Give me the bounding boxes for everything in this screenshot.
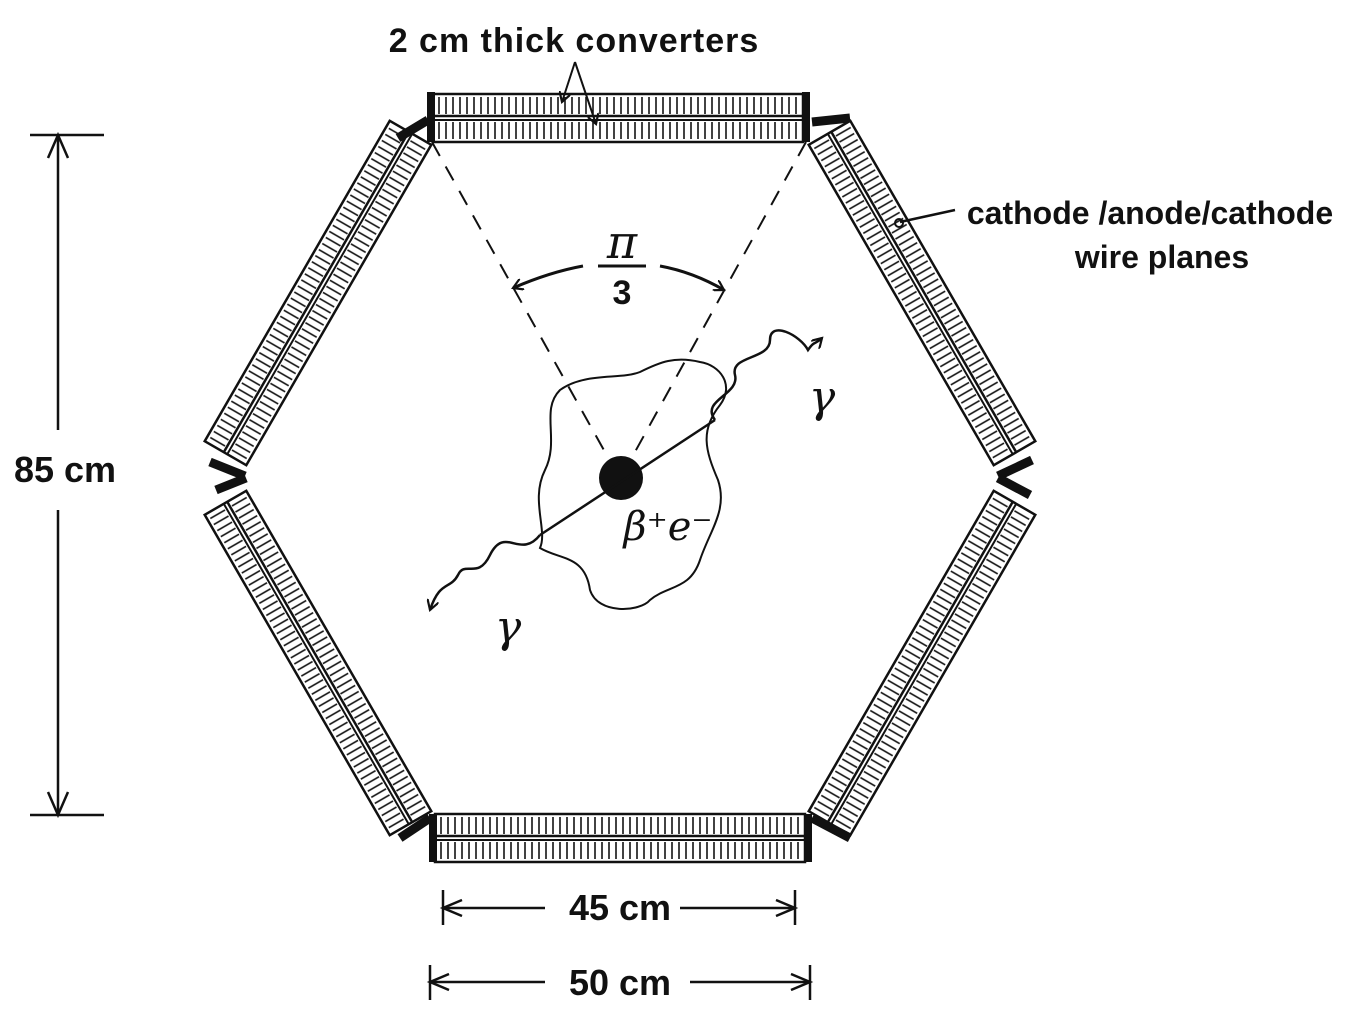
converters-label: 2 cm thick converters (389, 22, 760, 60)
gamma-ray-lower (430, 534, 541, 610)
inner-width-dimension (439, 890, 799, 925)
converter-module-lower-right (807, 489, 1037, 837)
angle-denominator: 3 (613, 274, 632, 312)
wire-planes-pointer (899, 208, 956, 224)
converter-module-top (427, 92, 810, 144)
angle-numerator: π (606, 215, 638, 269)
wire-planes-label-line2: wire planes (1074, 239, 1249, 275)
gamma-label-upper: γ (809, 372, 836, 423)
converter-module-lower-left (203, 489, 433, 837)
pi-over-3-sector (431, 141, 807, 471)
outer-width-label: 50 cm (569, 962, 671, 1003)
converters-pointer-left (562, 61, 576, 102)
converter-module-bottom (429, 812, 812, 864)
height-dimension (30, 131, 104, 819)
gamma-axis (539, 418, 716, 537)
gamma-ray-upper (710, 329, 822, 421)
angle-arc-right (659, 264, 724, 292)
inner-width-label: 45 cm (569, 887, 671, 928)
positron-range-blob (537, 358, 727, 610)
angle-arc (513, 264, 584, 288)
outer-width-dimension (426, 965, 814, 1000)
converter-module-upper-right (807, 119, 1037, 467)
annihilation-source (599, 456, 643, 500)
converters-pointer-right (574, 61, 596, 124)
source-label: β⁺e⁻ (621, 504, 712, 550)
converter-module-upper-left (203, 119, 433, 467)
height-label: 85 cm (14, 449, 116, 490)
wire-planes-label-line1: cathode /anode/cathode (967, 195, 1333, 231)
wire-planes-pointer-tip (894, 218, 904, 228)
corner-caps (208, 113, 1034, 842)
gamma-label-lower: γ (495, 602, 522, 653)
